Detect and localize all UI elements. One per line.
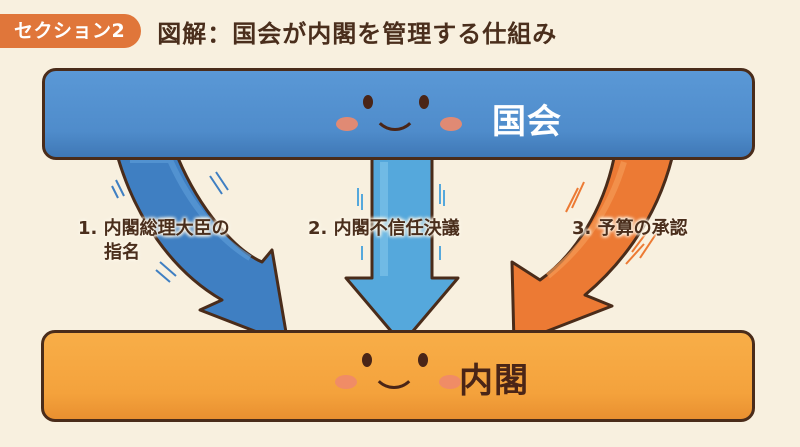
arrow-2-no-confidence-icon [344, 156, 460, 346]
arrow-2-label: 2. 内閣不信任決議 [308, 218, 460, 239]
section-badge: セクション2 [0, 14, 142, 48]
arrow-1-label: 1. 内閣総理大臣の 指名 [78, 217, 230, 265]
arrow-1-label-line2: 指名 [104, 242, 140, 263]
smiley-face-icon [328, 85, 478, 145]
arrow-1-label-line1: 1. 内閣総理大臣の [78, 218, 230, 239]
diet-box: 国会 [42, 68, 755, 160]
page-title: 図解：国会が内閣を管理する仕組み [157, 19, 558, 48]
arrow-3-label: 3. 予算の承認 [572, 218, 688, 239]
smiley-face-icon [327, 343, 477, 403]
arrow-1-nomination-icon [111, 156, 290, 346]
header: セクション2 図解：国会が内閣を管理する仕組み [0, 13, 557, 49]
diet-label: 国会 [492, 102, 562, 142]
arrow-3-budget-approval-icon [510, 156, 674, 346]
cabinet-label: 内閣 [459, 361, 529, 401]
cabinet-box: 内閣 [41, 330, 755, 422]
